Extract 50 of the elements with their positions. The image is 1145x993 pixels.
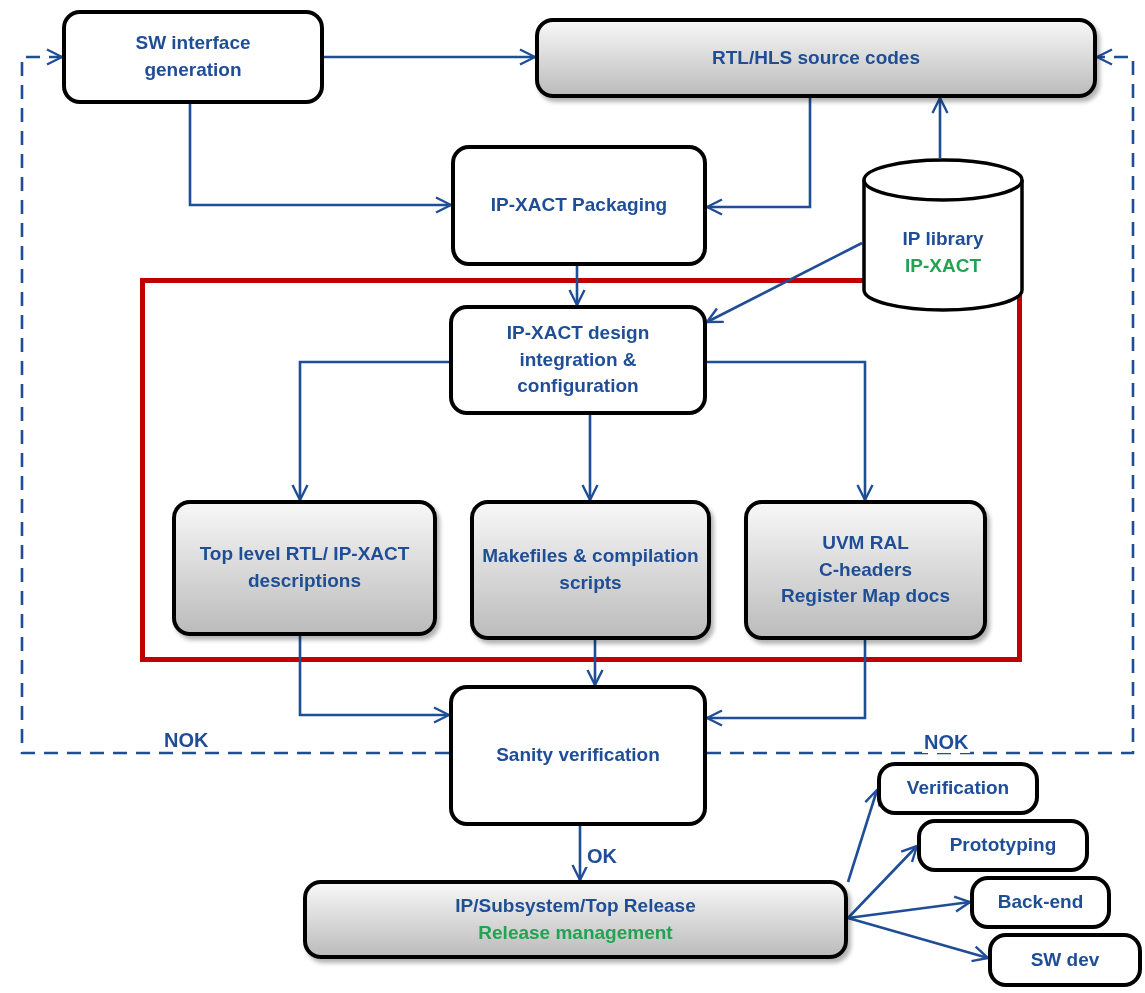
arrow <box>847 844 919 919</box>
process-box <box>62 10 324 104</box>
arrow <box>705 640 867 727</box>
node-text: IP library <box>901 227 985 251</box>
arrow <box>571 826 589 882</box>
arrow <box>324 48 537 66</box>
arrow <box>931 96 949 158</box>
arrow <box>847 916 990 963</box>
node-text: SW interface generation <box>134 31 252 82</box>
arrow <box>568 266 586 307</box>
arrow <box>586 640 604 687</box>
process-box <box>988 933 1142 987</box>
process-box <box>970 876 1111 929</box>
node-text: C-headers <box>818 557 913 582</box>
arrow <box>291 360 449 502</box>
arrow <box>298 636 451 724</box>
dashed-arrow <box>707 48 1135 755</box>
node-text: IP-XACT design integration & configuration <box>505 321 651 399</box>
process-box <box>877 762 1039 815</box>
node-text: Sanity verification <box>495 743 661 768</box>
node-text: IP-XACT <box>904 253 982 278</box>
node-text: SW dev <box>1029 947 1101 972</box>
node-text: Register Map docs <box>780 584 951 609</box>
process-box <box>449 685 707 826</box>
node-text: IP/Subsystem/Top Release <box>454 893 697 918</box>
arrow <box>847 895 972 920</box>
dashed-arrow <box>20 48 449 755</box>
process-box <box>917 819 1089 872</box>
node-text: IP-XACT Packaging <box>489 193 669 218</box>
node-text: Verification <box>905 776 1011 801</box>
arrow <box>705 98 812 216</box>
node-text: Release management <box>477 920 674 945</box>
node-text: Top level RTL/ IP-XACT descriptions <box>198 542 411 593</box>
process-box <box>451 145 707 266</box>
node-text: UVM RAL <box>821 531 910 556</box>
output-box <box>172 500 437 636</box>
process-box <box>449 305 707 415</box>
output-box <box>535 18 1097 98</box>
node-text: Prototyping <box>948 833 1058 858</box>
output-box <box>303 880 848 959</box>
group-frame <box>140 278 1022 662</box>
node-text: Makefiles & compilation scripts <box>481 544 700 595</box>
arrow <box>188 104 453 214</box>
arrow <box>705 241 863 324</box>
node-text: Back-end <box>996 890 1085 915</box>
arrow <box>707 360 874 502</box>
node-text: RTL/HLS source codes <box>711 45 921 70</box>
output-box <box>470 500 711 640</box>
arrow <box>581 415 599 502</box>
output-box <box>744 500 987 640</box>
